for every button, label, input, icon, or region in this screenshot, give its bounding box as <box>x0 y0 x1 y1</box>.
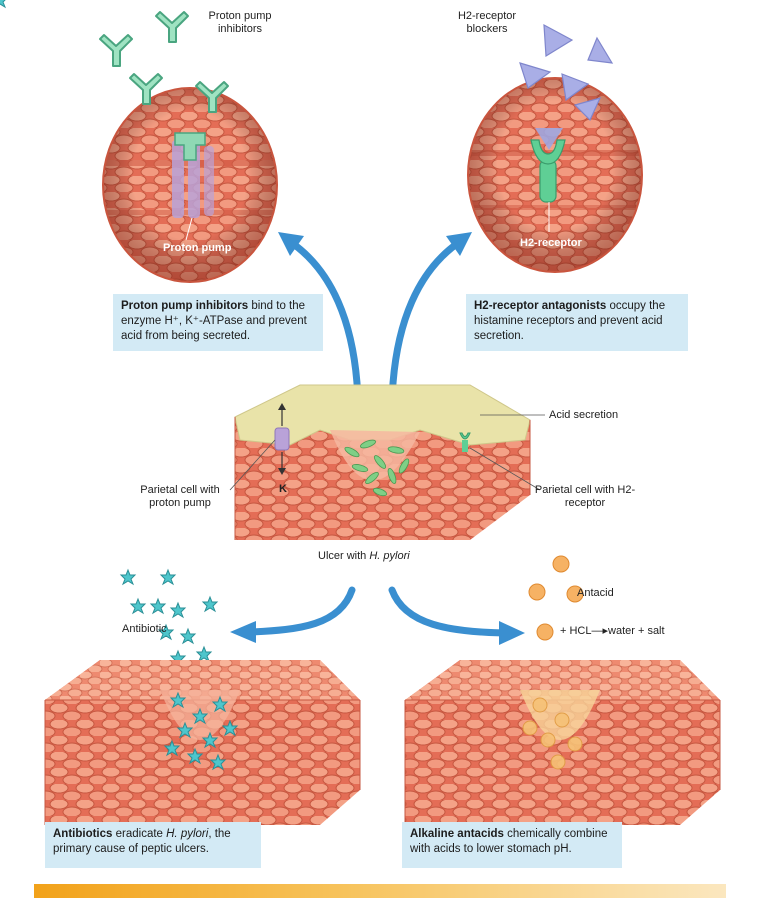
ulcer-label-italic: H. pylori <box>369 550 410 562</box>
antacids-description-box: Alkaline antacids chemically combine wit… <box>402 822 622 868</box>
footer-gradient-bar <box>34 884 726 898</box>
h2-blocker-molecules <box>519 23 614 122</box>
h2-receptor-magnified-circle <box>467 77 643 273</box>
antacid-molecules <box>528 555 584 641</box>
antibiotic-tissue-block <box>44 660 361 825</box>
ab-description-italic: H. pylori <box>166 828 209 840</box>
central-tissue-block <box>229 384 545 540</box>
parietal-pump-label: Parietal cell with proton pump <box>140 484 220 509</box>
antibiotic-molecules <box>0 0 218 690</box>
ppi-description-box: Proton pump inhibitors bind to the enzym… <box>113 294 323 351</box>
antacid-tissue-block <box>404 660 721 825</box>
h2-blockers-label: H2-receptor blockers <box>442 10 532 36</box>
ulcer-label-text: Ulcer with <box>318 550 367 562</box>
ab-description-text-1: eradicate <box>112 828 167 840</box>
h2-receptor-protein-icon <box>530 128 566 203</box>
h2-description-text: occupy the histamine receptors and preve… <box>474 300 666 342</box>
ppi-description-bold: Proton pump inhibitors <box>121 300 249 312</box>
aa-description-text: chemically combine with acids to lower s… <box>410 828 608 855</box>
h2-description-bold: H2-receptor antagonists <box>474 300 607 312</box>
antibiotic-label: Antibiotic <box>122 623 167 635</box>
antacid-label: Antacid <box>577 587 614 599</box>
ab-description-text-2: , the primary cause of peptic ulcers. <box>53 828 231 855</box>
proton-pump-magnified-circle <box>102 87 278 283</box>
arrows <box>246 239 509 637</box>
proton-pump-label: Proton pump <box>163 242 232 254</box>
h-pylori-bacteria <box>344 439 410 497</box>
h2-blockers-label-text: H2-receptor blockers <box>457 10 517 35</box>
proton-pump-protein-icon <box>172 132 214 218</box>
proton-pump-inhibitor-molecules <box>99 11 229 113</box>
ppi-label: Proton pump inhibitors <box>208 10 272 35</box>
k-ion-label: K <box>279 483 287 495</box>
acid-secretion-label: Acid secretion <box>549 409 619 421</box>
antibiotics-description-box: Antibiotics eradicate H. pylori, the pri… <box>45 822 261 868</box>
parietal-h2-label: Parietal cell with H2-receptor <box>534 484 636 509</box>
antacid-reaction-label: + HCL—▸water + salt <box>560 625 665 637</box>
h2-description-box: H2-receptor antagonists occupy the hista… <box>466 294 688 351</box>
ab-description-bold: Antibiotics <box>53 828 113 840</box>
h2-receptor-label: H2-receptor <box>520 237 582 249</box>
ppi-description-text: bind to the enzyme H⁺, K⁺-ATPase and pre… <box>121 300 307 342</box>
ulcer-label: Ulcer with H. pylori <box>318 550 410 563</box>
aa-description-bold: Alkaline antacids <box>410 828 504 840</box>
arrowheads <box>230 232 525 645</box>
